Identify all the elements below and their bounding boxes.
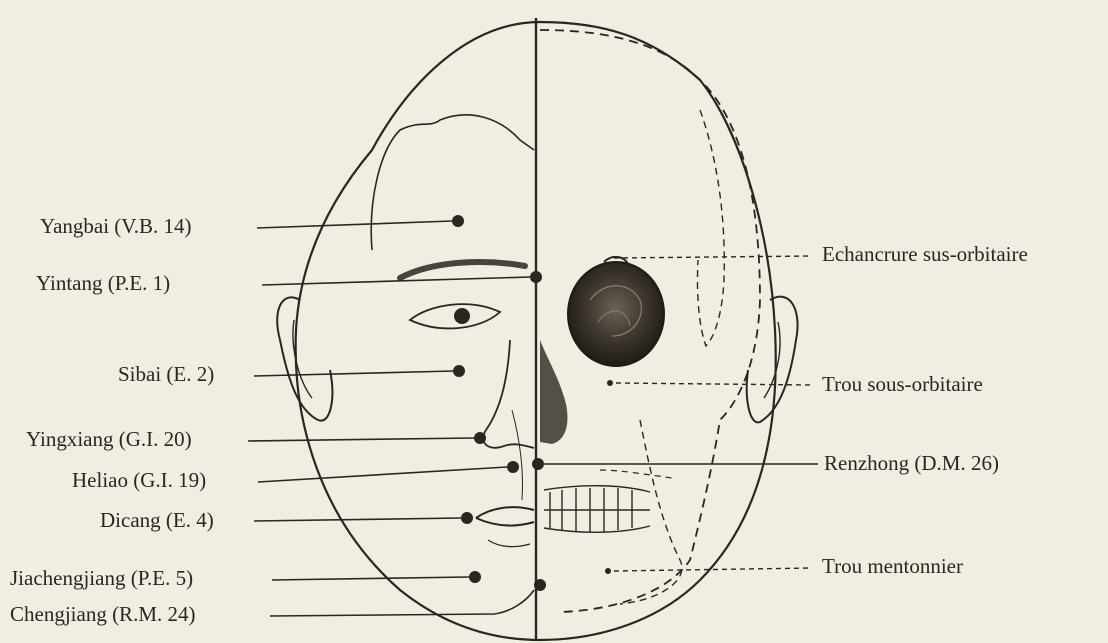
label-chengjiang: Chengjiang (R.M. 24) [10,604,195,625]
label-yangbai: Yangbai (V.B. 14) [40,216,192,237]
foramen-infraorbital [607,380,613,386]
orbit [568,262,664,366]
label-echancrure: Echancrure sus-orbitaire [822,244,1028,265]
point-yintang [530,271,542,283]
point-chengjiang [534,579,546,591]
point-renzhong [532,458,544,470]
label-renzhong: Renzhong (D.M. 26) [824,453,999,474]
label-dicang: Dicang (E. 4) [100,510,214,531]
right-ear [747,297,798,423]
label-sibai: Sibai (E. 2) [118,364,214,385]
hairline [371,115,534,250]
teeth [544,486,650,533]
point-yangbai [452,215,464,227]
label-heliao: Heliao (G.I. 19) [72,470,206,491]
lips [476,507,534,525]
nose-left [483,340,534,448]
point-dicang [461,512,473,524]
point-yingxiang [474,432,486,444]
label-yintang: Yintang (P.E. 1) [36,273,170,294]
point-heliao [507,461,519,473]
label-trou-sous-orbitaire: Trou sous-orbitaire [822,374,983,395]
point-sibai [453,365,465,377]
label-yingxiang: Yingxiang (G.I. 20) [26,429,192,450]
nasal-cavity [540,340,567,444]
left-ear [277,297,332,420]
label-trou-mentonnier: Trou mentonnier [822,556,963,577]
left-eyebrow [400,262,525,278]
foramen-mental [605,568,611,574]
label-jiachengjiang: Jiachengjiang (P.E. 5) [10,568,193,589]
point-jiachengjiang [469,571,481,583]
